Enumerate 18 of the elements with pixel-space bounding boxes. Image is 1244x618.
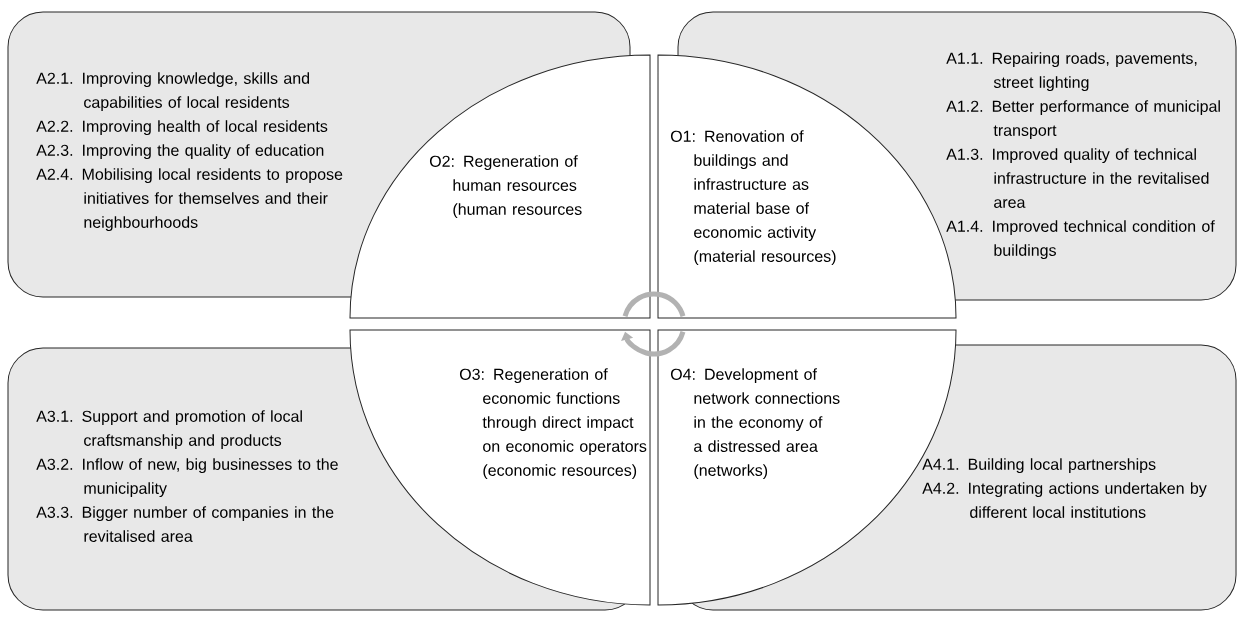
activity-item: A3.2. Inflow of new, big businesses to the municipality bbox=[36, 458, 338, 498]
activity-item: A1.1. Repairing roads, pavements, street lighting bbox=[946, 52, 1197, 92]
objective-text: O1: Renovation of buildings and infrastructure as material base of economic activity (material resources) bbox=[670, 130, 836, 266]
activity-item: A2.2. Improving health of local residents bbox=[36, 120, 328, 136]
activity-item: A4.1. Building local partnerships bbox=[922, 458, 1156, 474]
activity-item: A3.3. Bigger number of companies in the revitalised area bbox=[36, 506, 334, 542]
activity-item: A1.2. Better performance of municipal transport bbox=[946, 100, 1220, 140]
activity-item: A2.1. Improving knowledge, skills and capabilities of local residents bbox=[36, 72, 310, 112]
objective-text: O3: Regeneration of economic functions through direct impact on economic operators (economic resources) bbox=[459, 368, 647, 480]
activity-item: A2.3. Improving the quality of education bbox=[36, 144, 324, 160]
objective-text: O4: Development of network connections in the economy of a distressed area (networks) bbox=[670, 368, 840, 480]
activity-item: A4.2. Integrating actions undertaken by different local institutions bbox=[922, 482, 1207, 518]
cycle-arrows-icon bbox=[621, 291, 686, 357]
activity-item: A3.1. Support and promotion of local craftsmanship and products bbox=[36, 410, 302, 450]
activity-item: A1.4. Improved technical condition of buildings bbox=[946, 220, 1215, 260]
activity-item: A1.3. Improved quality of technical infrastructure in the revitalised area bbox=[946, 148, 1209, 208]
activity-item: A2.4. Mobilising local residents to propose initiatives for themselves and their neighbourhoods bbox=[36, 168, 343, 232]
objective-text: O2: Regeneration of human resources (human resources bbox=[429, 155, 582, 219]
